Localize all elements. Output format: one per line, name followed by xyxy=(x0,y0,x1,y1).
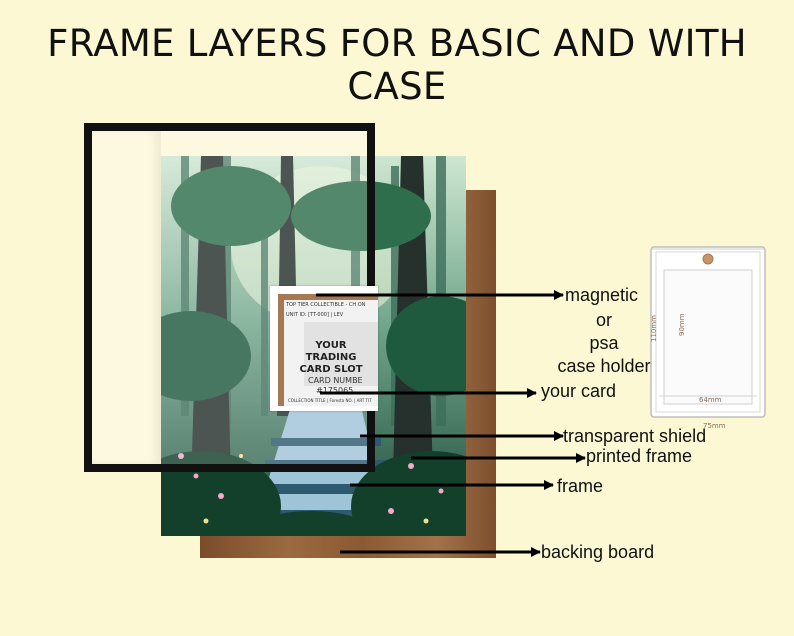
label-or: or xyxy=(595,310,613,330)
label-backing-board: backing board xyxy=(541,542,655,562)
frame-mat-left xyxy=(92,131,161,464)
label-magnetic: magnetic xyxy=(565,285,639,305)
card-unit-id: UNIT ID: [TT-000] | LEV xyxy=(286,312,344,318)
card-header: TOP TIER COLLECTIBLE - CH ON xyxy=(286,302,366,308)
label-frame: frame xyxy=(557,476,604,496)
label-psa: psa xyxy=(589,333,619,353)
card-number-label: CARD NUMBE xyxy=(308,376,363,385)
label-printed-frame: printed frame xyxy=(586,446,693,466)
label-transparent-shield: transparent shield xyxy=(563,426,707,446)
card-slot-line2: TRADING xyxy=(305,352,357,363)
card-slot-box xyxy=(304,322,378,386)
diagram-title: FRAME LAYERS FOR BASIC AND WITH CASE xyxy=(47,22,747,108)
case-dim-outer-width: 75mm xyxy=(703,422,726,430)
card-holder: TOP TIER COLLECTIBLE - CH ON UNIT ID: [T… xyxy=(270,286,378,411)
trading-card: TOP TIER COLLECTIBLE - CH ON UNIT ID: [T… xyxy=(284,300,378,406)
case-holder-drawing: 90mm 110mm 64mm 75mm xyxy=(650,246,766,430)
label-your-card: your card xyxy=(541,381,617,401)
card-number: #175065 xyxy=(316,386,354,395)
card-slot-line3: CARD SLOT xyxy=(299,364,363,375)
card-slot-line1: YOUR xyxy=(315,340,347,351)
case-dim-width: 64mm xyxy=(699,396,722,404)
case-outline xyxy=(650,246,766,418)
card-footer: COLLECTION TITLE | Foresta NO. | ART TIT xyxy=(288,398,372,403)
label-case-holder: case holder xyxy=(557,356,651,376)
